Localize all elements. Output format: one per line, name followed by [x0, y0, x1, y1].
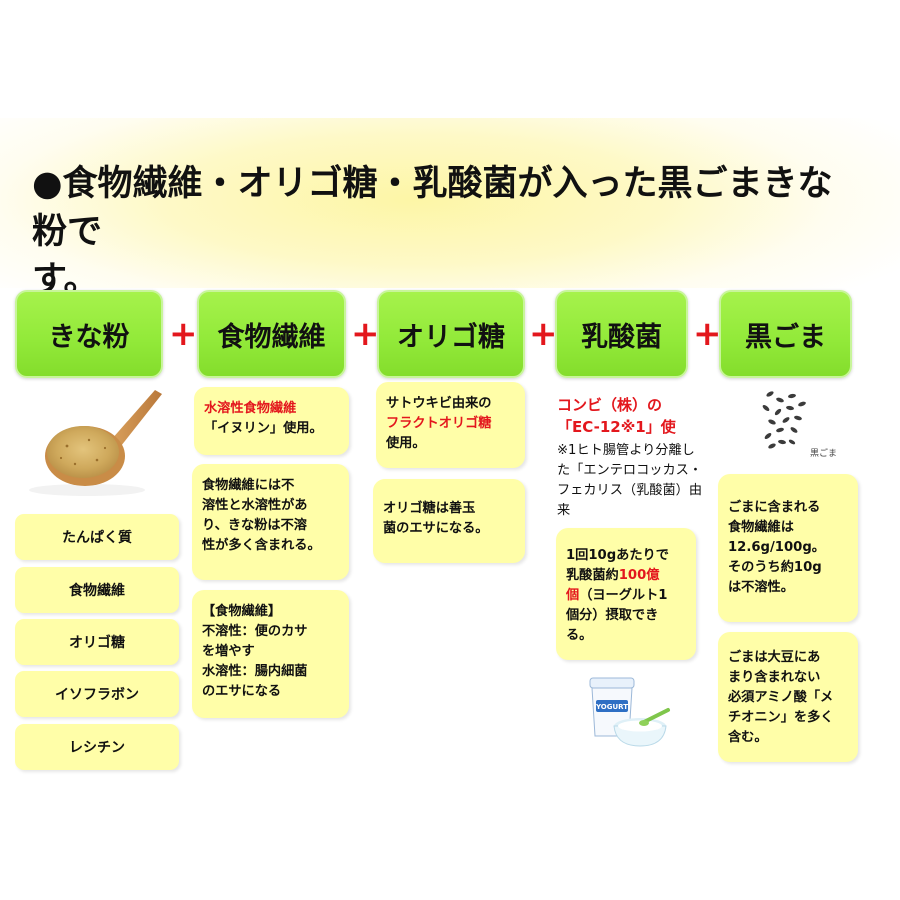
- fiber-note-functions-line: 【食物繊維】: [202, 602, 339, 622]
- nutrient-protein: たんぱく質: [15, 514, 179, 560]
- plus-sign-3: +: [529, 322, 555, 348]
- sesame-note-fiber-line: は不溶性。: [728, 578, 848, 598]
- oligo-note-source-line: サトウキビ由来の: [386, 394, 515, 414]
- black-sesame-photo-label: 黒ごま: [810, 447, 837, 459]
- kinako-spoon-photo: [15, 382, 165, 502]
- sesame-note-fiber-line: 食物繊維は: [728, 518, 848, 538]
- sesame-note-methionine-line: まり含まれない: [728, 668, 848, 688]
- nutrient-oligosaccharide: オリゴ糖: [15, 619, 179, 665]
- header-black-sesame: 黒ごま: [719, 290, 852, 378]
- nutrient-lecithin: レシチン: [15, 724, 179, 770]
- fiber-note-functions-line: を増やす: [202, 642, 339, 662]
- page-title: ●食物繊維・オリゴ糖・乳酸菌が入った黒ごまきな粉で す。: [32, 160, 862, 304]
- fiber-note-types-line: 溶性と水溶性があ: [202, 496, 339, 516]
- fiber-note-types: 食物繊維には不 溶性と水溶性があ り、きな粉は不溶 性が多く含まれる。: [192, 464, 349, 580]
- oligo-note-source: サトウキビ由来の フラクトオリゴ糖 使用。: [376, 382, 525, 468]
- lactic-footnote-line: ※1ヒト腸管より分離し: [557, 441, 717, 461]
- nutrient-isoflavone: イソフラボン: [15, 671, 179, 717]
- lactic-note-line: 乳酸菌約100億: [566, 566, 686, 586]
- lactic-note-text: 乳酸菌約: [566, 568, 619, 583]
- oligo-note-function: オリゴ糖は善玉 菌のエサになる。: [373, 479, 525, 563]
- lactic-note-amount: 1回10gあたりで 乳酸菌約100億 個（ヨーグルト1 個分）摂取でき る。: [556, 528, 696, 660]
- lactic-note-line: 個（ヨーグルト1: [566, 586, 686, 606]
- sesame-note-methionine-line: 含む。: [728, 728, 848, 748]
- fiber-note-types-line: り、きな粉は不溶: [202, 516, 339, 536]
- lactic-footnote-line: 来: [557, 501, 717, 521]
- yogurt-label: YOGURT: [595, 703, 628, 711]
- fiber-note-functions: 【食物繊維】 不溶性：便のカサ を増やす 水溶性：腸内細菌 のエサになる: [192, 590, 349, 718]
- oligo-note-function-line: 菌のエサになる。: [383, 519, 515, 539]
- plus-sign-1: +: [169, 322, 195, 348]
- lactic-footnote: ※1ヒト腸管より分離し た「エンテロコッカス・ フェカリス（乳酸菌）由 来: [557, 441, 717, 521]
- plus-sign-2: +: [351, 322, 377, 348]
- oligo-note-source-line: 使用。: [386, 434, 515, 454]
- sesame-note-fiber-line: 12.6g/100g。: [728, 538, 848, 558]
- fiber-note-types-line: 食物繊維には不: [202, 476, 339, 496]
- fiber-note-functions-line: のエサになる: [202, 682, 339, 702]
- fiber-note-inulin-highlight: 水溶性食物繊維: [204, 399, 339, 419]
- lactic-note-unit-highlight: 個: [566, 588, 579, 603]
- fiber-note-functions-line: 不溶性：便のカサ: [202, 622, 339, 642]
- sesame-note-methionine: ごまは大豆にあ まり含まれない 必須アミノ酸「メ チオニン」を多く 含む。: [718, 632, 858, 762]
- sesame-note-methionine-line: チオニン」を多く: [728, 708, 848, 728]
- lactic-supplier: コンビ（株）の: [557, 394, 717, 416]
- fiber-note-inulin: 水溶性食物繊維 「イヌリン」使用。: [194, 387, 349, 455]
- lactic-strain: 「EC-12※1」使: [557, 416, 717, 438]
- header-lactic-acid-bacteria: 乳酸菌: [555, 290, 688, 378]
- oligo-note-function-line: オリゴ糖は善玉: [383, 499, 515, 519]
- sesame-note-fiber: ごまに含まれる 食物繊維は 12.6g/100g。 そのうち約10g は不溶性。: [718, 474, 858, 622]
- header-oligosaccharide: オリゴ糖: [377, 290, 525, 378]
- yogurt-illustration: YOGURT: [582, 676, 674, 750]
- sesame-note-fiber-line: ごまに含まれる: [728, 498, 848, 518]
- lactic-note-line: 1回10gあたりで: [566, 546, 686, 566]
- page-title-line1: ●食物繊維・オリゴ糖・乳酸菌が入った黒ごまきな粉で: [32, 160, 862, 256]
- lactic-note-amount-highlight: 100億: [619, 568, 660, 583]
- plus-sign-4: +: [693, 322, 719, 348]
- black-sesame-photo: 黒ごま: [752, 384, 844, 470]
- sesame-note-methionine-line: ごまは大豆にあ: [728, 648, 848, 668]
- lactic-note-text: （ヨーグルト1: [579, 588, 667, 603]
- sesame-note-fiber-line: そのうち約10g: [728, 558, 848, 578]
- fiber-note-functions-line: 水溶性：腸内細菌: [202, 662, 339, 682]
- fiber-note-types-line: 性が多く含まれる。: [202, 536, 339, 556]
- lactic-header-text: コンビ（株）の 「EC-12※1」使: [557, 394, 717, 438]
- lactic-footnote-line: フェカリス（乳酸菌）由: [557, 481, 717, 501]
- header-fiber: 食物繊維: [197, 290, 346, 378]
- fiber-note-inulin-text: 「イヌリン」使用。: [204, 419, 339, 439]
- lactic-note-line: 個分）摂取でき: [566, 606, 686, 626]
- oligo-note-source-highlight: フラクトオリゴ糖: [386, 414, 515, 434]
- sesame-note-methionine-line: 必須アミノ酸「メ: [728, 688, 848, 708]
- header-kinako: きな粉: [15, 290, 163, 378]
- nutrient-dietary-fiber: 食物繊維: [15, 567, 179, 613]
- lactic-note-line: る。: [566, 626, 686, 646]
- lactic-footnote-line: た「エンテロコッカス・: [557, 461, 717, 481]
